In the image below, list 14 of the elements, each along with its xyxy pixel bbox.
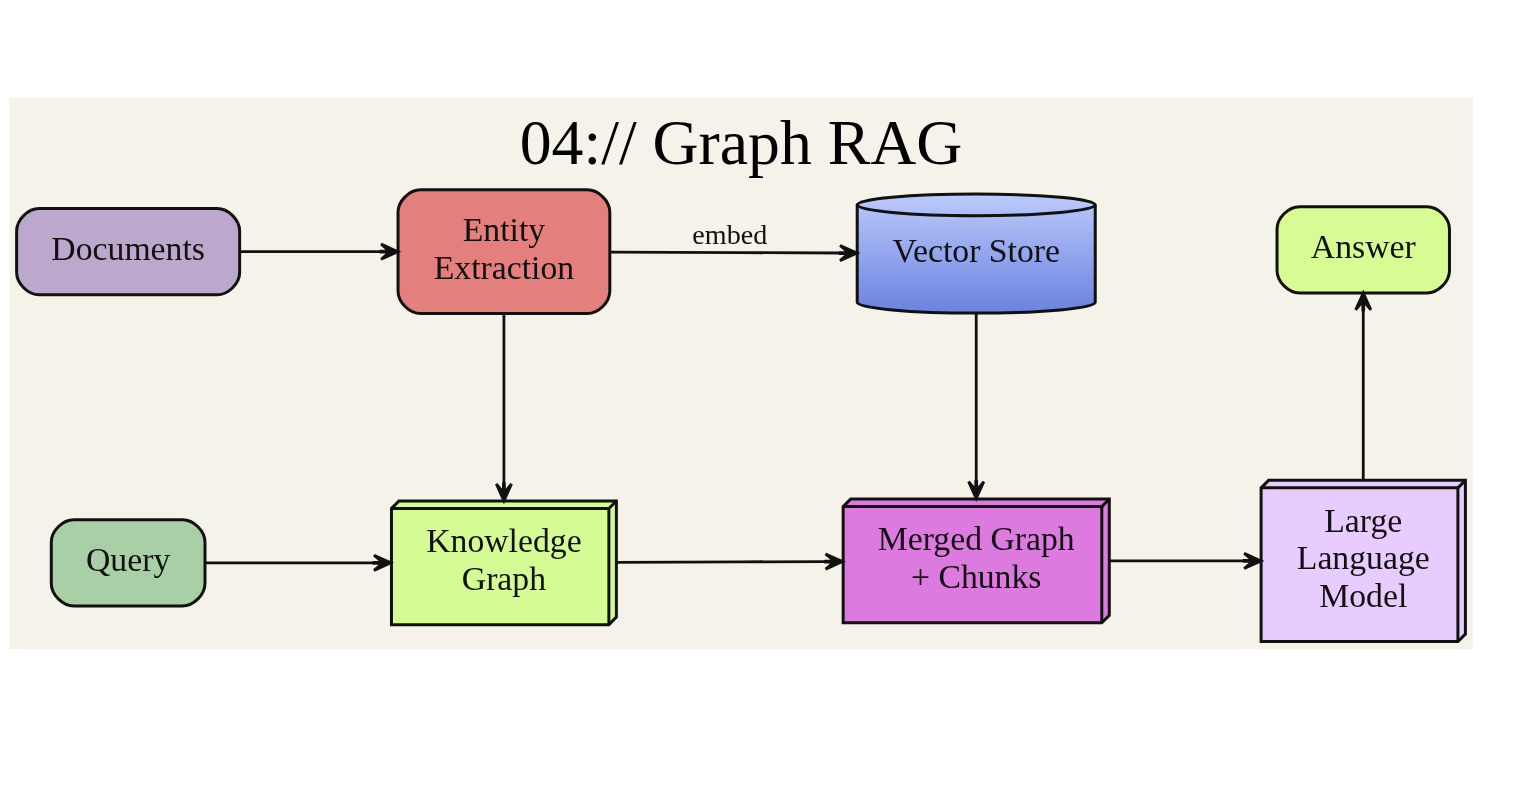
arrow — [610, 243, 859, 262]
arrow — [205, 553, 393, 572]
node-box: Entity Extraction — [396, 187, 612, 315]
arrow — [1109, 551, 1263, 570]
node-box: Answer — [1275, 204, 1451, 294]
arrow — [1354, 291, 1373, 480]
edge-label: embed — [692, 218, 768, 250]
node-box: Query — [49, 517, 207, 607]
arrow — [616, 552, 844, 571]
arrow — [967, 312, 986, 500]
arrow — [494, 313, 513, 502]
node-box: Documents — [15, 206, 242, 296]
diagram-title: 04:// Graph RAG — [519, 106, 963, 178]
arrow — [240, 242, 400, 261]
